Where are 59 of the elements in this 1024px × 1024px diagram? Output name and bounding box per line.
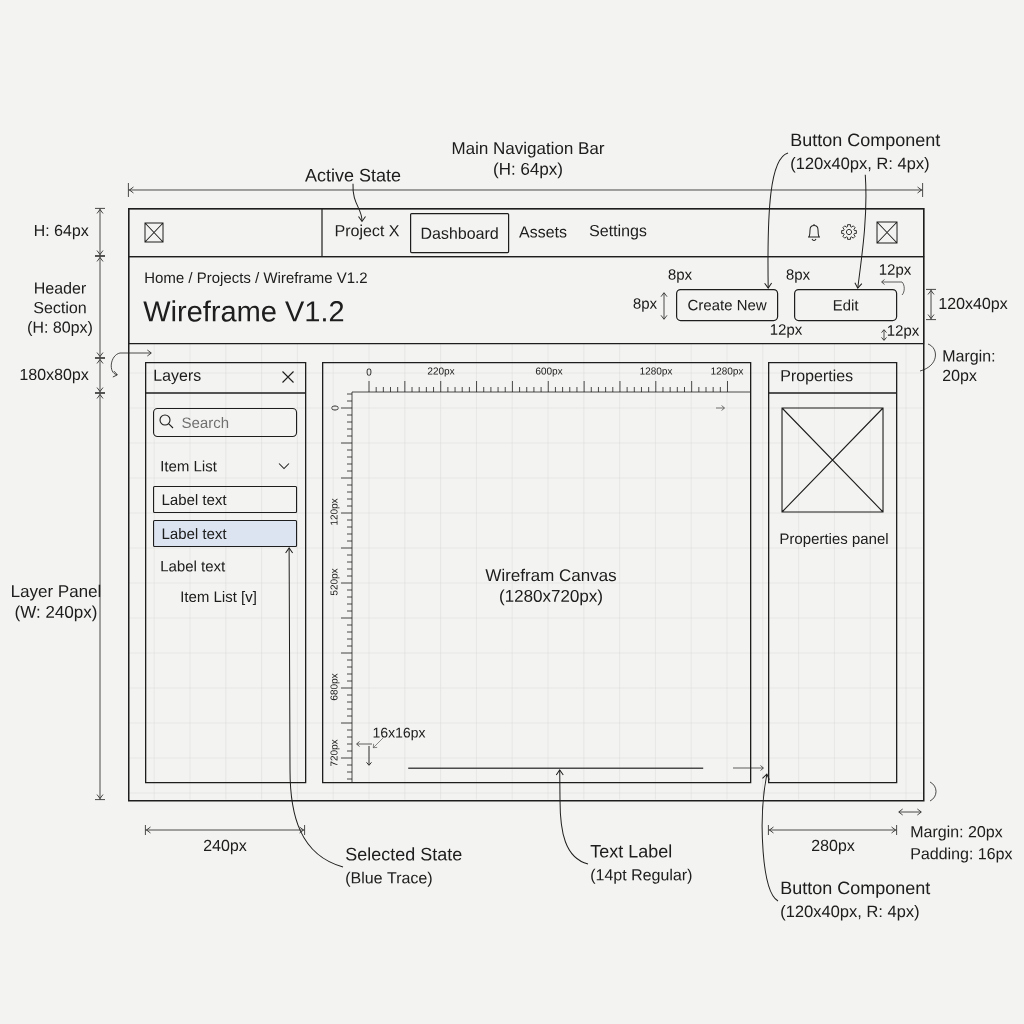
ruler-label: 120px xyxy=(330,498,340,525)
annotation-text: Text Label (14pt Regular) xyxy=(590,844,692,884)
dimension-label: 16x16px xyxy=(373,727,426,741)
button: Edit xyxy=(794,289,898,322)
list-heading: Item List xyxy=(161,460,217,472)
tab-button: Dashboard xyxy=(410,213,510,254)
dimension-label: H: 64px xyxy=(35,224,89,240)
panel-title: Layers xyxy=(154,369,201,385)
placeholder-line xyxy=(408,767,704,769)
canvas-label: Wirefram Canvas (1280x720px) xyxy=(485,568,616,606)
dimension-label: 120x40px xyxy=(939,297,1008,313)
list-item: Item List [v] xyxy=(181,591,256,605)
panel-title: Properties xyxy=(781,369,853,385)
ruler-label: 220px xyxy=(427,367,455,377)
nav-link: Project X xyxy=(335,224,400,240)
leader-arrow xyxy=(352,183,366,222)
leader-arrow xyxy=(555,769,589,865)
search-field: Search xyxy=(153,408,298,438)
list-item: Label text xyxy=(153,486,298,514)
dimension-label: 8px xyxy=(668,269,692,283)
ruler-label: 600px xyxy=(535,367,563,377)
leader-arrow xyxy=(285,547,344,868)
annotation-text: Button Component (120x40px, R: 4px) xyxy=(781,881,931,921)
dimension-label: Margin: 20px xyxy=(911,825,1003,841)
leader-arrow xyxy=(761,773,779,902)
dimension-label: 240px xyxy=(204,839,247,855)
page-title: Wireframe V1.2 xyxy=(143,300,344,322)
leader-arrow xyxy=(764,152,789,289)
dimension-label: Padding: 16px xyxy=(911,847,1013,863)
dimension-label: 12px xyxy=(887,325,920,339)
dimension-label: 8px xyxy=(633,298,657,312)
annotation-text: Selected State (Blue Trace) xyxy=(346,847,462,887)
selected-list-item: Label text xyxy=(153,520,298,548)
ruler-label: 1280px xyxy=(640,367,673,377)
app-window xyxy=(128,208,925,802)
nav-link: Assets xyxy=(519,226,567,238)
ruler-label: 720px xyxy=(330,739,340,767)
annotation-text: Button Component (120x40px, R: 4px) xyxy=(791,133,941,173)
dimension-label: 8px xyxy=(786,269,810,283)
annotation-text: Active State xyxy=(305,168,401,182)
dimension-label: 12px xyxy=(879,264,912,278)
panel-caption: Properties panel xyxy=(780,533,888,547)
ruler-label: 0 xyxy=(366,368,372,376)
dimension-label: 12px xyxy=(770,324,803,338)
dimension-label: 180x80px xyxy=(20,368,89,384)
dimension-label: 280px xyxy=(812,839,855,855)
ruler-label: 0 xyxy=(331,405,339,411)
button: Create New xyxy=(676,289,779,322)
dimension-label: Margin: 20px xyxy=(943,349,995,385)
dimension-label: Header Section (H: 80px) xyxy=(28,282,92,336)
dimension-label: Main Navigation Bar (H: 64px) xyxy=(452,141,605,179)
breadcrumb: Home / Projects / Wireframe V1.2 xyxy=(145,272,367,286)
dimension-label: Layer Panel (W: 240px) xyxy=(12,584,101,622)
list-item: Label text xyxy=(161,560,226,572)
nav-link: Settings xyxy=(589,224,647,240)
leader-arrow xyxy=(854,174,867,289)
ruler-label: 520px xyxy=(330,568,340,596)
ruler-label: 1280px xyxy=(711,367,744,377)
ruler-label: 680px xyxy=(330,673,340,701)
